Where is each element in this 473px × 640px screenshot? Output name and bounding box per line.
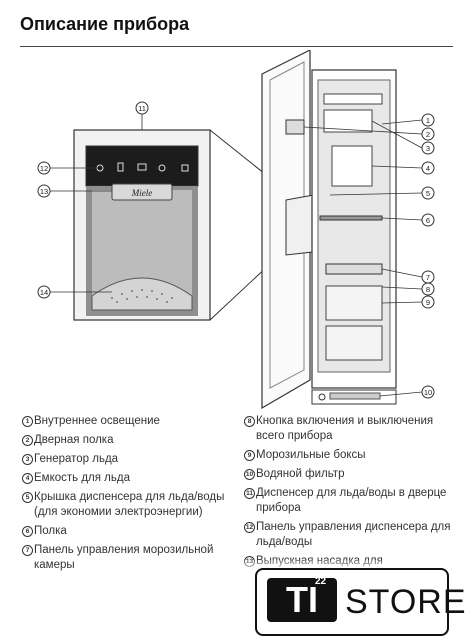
callout-6: 6 — [421, 213, 435, 227]
svg-text:11: 11 — [138, 104, 146, 113]
refrigerator-drawing — [261, 50, 397, 410]
freezer-box-drawing — [325, 285, 383, 321]
svg-text:4: 4 — [426, 164, 430, 173]
water-filter-drawing — [329, 392, 381, 400]
callout-1: 1 — [421, 113, 435, 127]
callout-10: 10 — [421, 385, 435, 399]
shelf-drawing — [319, 215, 383, 221]
callout-7: 7 — [421, 270, 435, 284]
svg-text:13: 13 — [40, 187, 48, 196]
freezer-panel-drawing — [325, 263, 383, 275]
svg-text:8: 8 — [426, 285, 430, 294]
dispenser-detail: Miele — [73, 129, 211, 321]
callout-2: 2 — [421, 127, 435, 141]
page-title: Описание прибора — [20, 14, 190, 34]
svg-text:12: 12 — [40, 164, 48, 173]
panel-icons — [96, 162, 189, 172]
ice-bin-drawing — [331, 145, 373, 187]
svg-text:5: 5 — [426, 189, 430, 198]
logo-store: STORE — [345, 583, 467, 621]
callout-8: 8 — [421, 282, 435, 296]
drip-tray-grid — [111, 289, 173, 303]
svg-text:2: 2 — [426, 130, 430, 139]
callout-12: 12 — [37, 161, 51, 175]
dispenser-brand: Miele — [131, 188, 153, 198]
svg-text:9: 9 — [426, 298, 430, 307]
svg-text:10: 10 — [424, 388, 432, 397]
svg-text:1: 1 — [426, 116, 430, 125]
svg-text:6: 6 — [426, 216, 430, 225]
callout-markers: 11 12 13 14 1 2 3 4 5 6 7 8 9 10 — [37, 101, 435, 399]
store-logo: TI 22 STORE — [255, 568, 466, 636]
title-divider — [20, 46, 453, 47]
interior-light-drawing — [323, 93, 383, 105]
freezer-box-drawing — [325, 325, 383, 361]
callout-9: 9 — [421, 295, 435, 309]
callout-5: 5 — [421, 186, 435, 200]
svg-text:7: 7 — [426, 273, 430, 282]
appliance-diagram: Miele — [37, 50, 435, 410]
logo-ti: TI — [267, 578, 337, 622]
callout-3: 3 — [421, 141, 435, 155]
svg-text:3: 3 — [426, 144, 430, 153]
logo-superscript: 22 — [315, 576, 327, 587]
svg-text:14: 14 — [40, 288, 48, 297]
door-shelf-drawing — [285, 119, 305, 135]
callout-11: 11 — [135, 101, 149, 115]
callout-13: 13 — [37, 184, 51, 198]
callout-4: 4 — [421, 161, 435, 175]
callout-14: 14 — [37, 285, 51, 299]
